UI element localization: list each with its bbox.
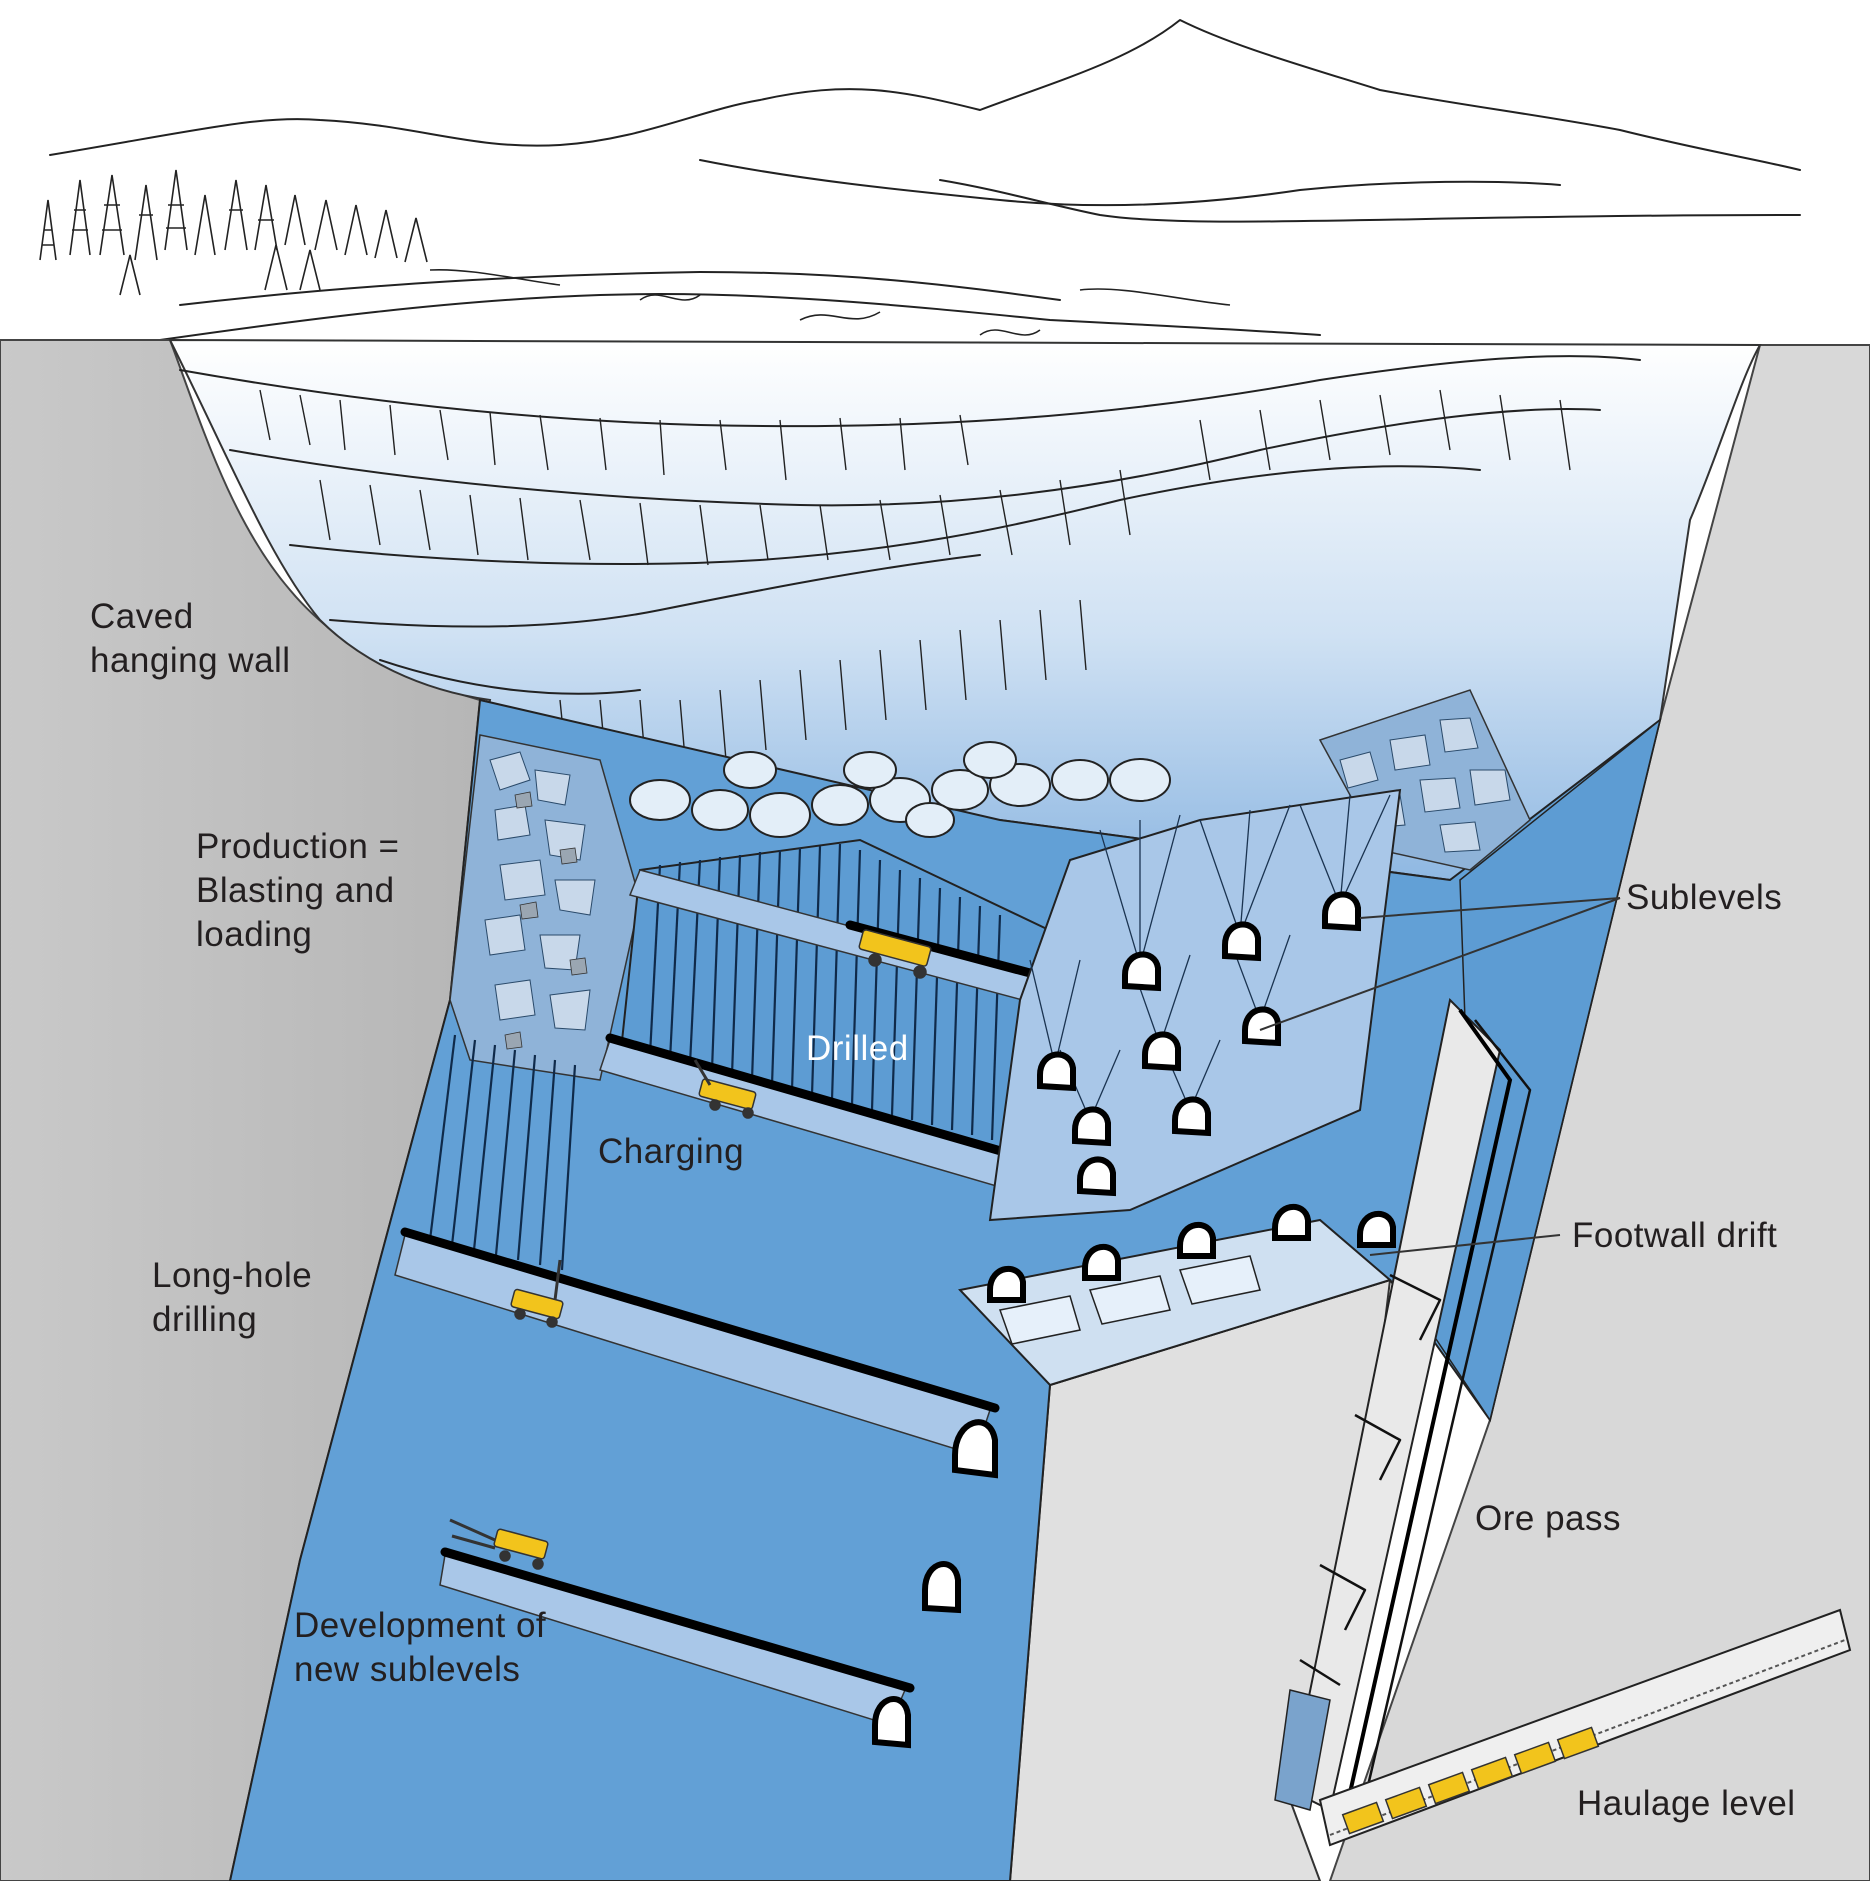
label-haulage-level: Haulage level	[1577, 1784, 1796, 1823]
mountain-outline	[49, 19, 1801, 341]
label-development: Development of new sublevels	[294, 1606, 556, 1689]
leader-lines	[1259, 897, 1621, 1256]
label-production: Production = Blasting and loading	[196, 827, 410, 954]
boulders	[629, 741, 1171, 838]
long-hole-block	[428, 1034, 577, 1271]
development-jumbo-machine	[449, 1518, 549, 1570]
label-sublevels: Sublevels	[1626, 878, 1782, 917]
label-caved-hanging-wall: Caved hanging wall	[90, 597, 291, 680]
footwall-drift-level	[958, 1203, 1396, 1387]
charging-machine	[693, 1059, 757, 1119]
cave-fractures	[259, 389, 1571, 771]
label-footwall-drift: Footwall drift	[1572, 1216, 1777, 1255]
label-ore-pass: Ore pass	[1475, 1499, 1621, 1538]
sublevel-fans	[988, 788, 1402, 1222]
broken-ore-left	[449, 734, 641, 1081]
longhole-drill-machine	[510, 1259, 564, 1328]
drift-arches	[872, 1419, 998, 1749]
ore-train	[1341, 1726, 1600, 1835]
ore-pass	[1274, 997, 1532, 1821]
cave-benches	[179, 355, 1641, 695]
hanging-wall-rock	[0, 339, 482, 1881]
haulage-level	[1318, 1608, 1852, 1847]
loader-machine	[858, 929, 932, 979]
label-long-hole-drilling: Long-hole drilling	[152, 1256, 322, 1339]
label-drilled: Drilled	[806, 1029, 909, 1068]
forest	[39, 169, 1311, 356]
label-charging: Charging	[598, 1132, 744, 1171]
